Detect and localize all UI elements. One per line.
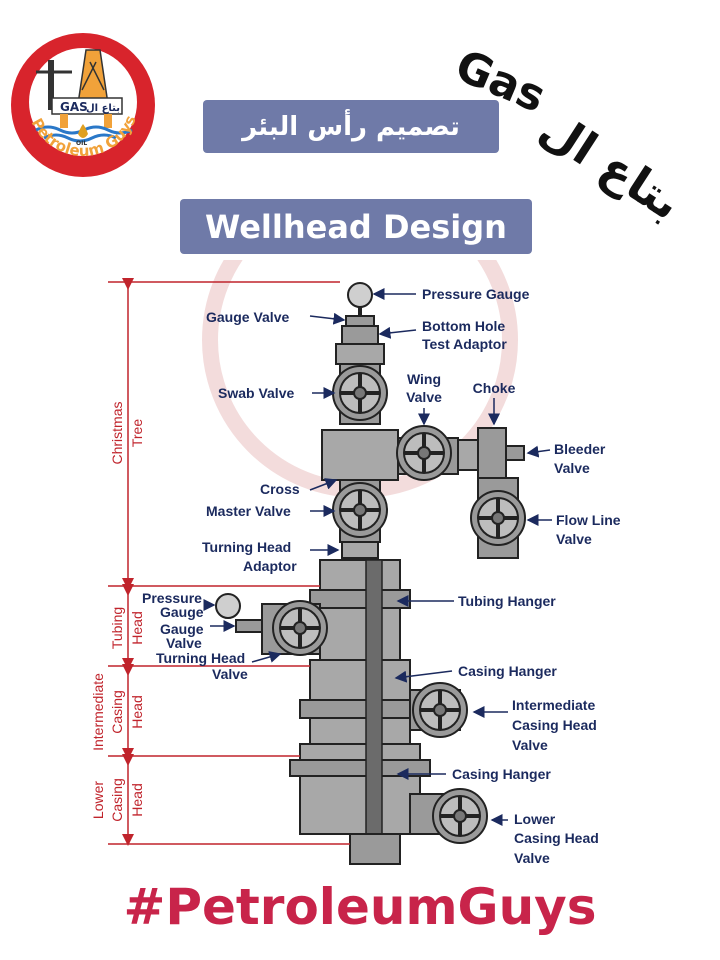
label-pressure-gauge: Pressure Gauge bbox=[422, 286, 530, 302]
section-label-intermediate-casing: Casing bbox=[109, 690, 125, 734]
section-label-lower: Lower bbox=[90, 781, 106, 819]
pressure-gauge-icon bbox=[347, 282, 373, 308]
section-label-lower-head: Head bbox=[129, 783, 145, 816]
label-intermediate: Intermediate bbox=[512, 697, 595, 713]
section-label-intermediate-head: Head bbox=[129, 695, 145, 728]
intermediate-casing-head-valve-wheel bbox=[411, 681, 469, 739]
logo-oil-text: OIL bbox=[76, 140, 87, 147]
english-title: Wellhead Design bbox=[205, 207, 507, 246]
label-casing-hanger-lower: Casing Hanger bbox=[452, 766, 551, 782]
wing-valve-wheel bbox=[395, 424, 453, 482]
swab-valve-wheel bbox=[331, 364, 389, 422]
turning-head-adaptor-shape bbox=[341, 541, 379, 559]
slogan-arabic: بتاع ال bbox=[530, 100, 692, 231]
label-swab-valve: Swab Valve bbox=[218, 385, 294, 401]
logo-emblem: GAS بتاع ال OIL Petroleum Guys bbox=[11, 33, 155, 177]
label-intermediate-valve: Valve bbox=[512, 737, 548, 753]
section-label-tubing-head: Head bbox=[129, 611, 145, 644]
label-test-adaptor: Test Adaptor bbox=[422, 336, 507, 352]
label-gauge-valve: Gauge Valve bbox=[206, 309, 289, 325]
label-cross: Cross bbox=[260, 481, 300, 497]
section-label-christmas: Christmas bbox=[109, 401, 125, 464]
label-left-gauge: Gauge bbox=[160, 621, 204, 637]
choke-shape bbox=[477, 427, 507, 479]
label-left-pressure-gauge: Gauge bbox=[160, 604, 204, 620]
label-wing: Wing bbox=[407, 371, 441, 387]
cross-shape bbox=[321, 429, 399, 481]
gauge-valve-shape bbox=[345, 315, 375, 327]
turning-head-valve-wheel bbox=[271, 599, 329, 657]
label-bleeder: Bleeder bbox=[554, 441, 606, 457]
wellhead-diagram: Christmas Tree Tubing Head Intermediate … bbox=[0, 182, 720, 880]
left-pressure-gauge-icon bbox=[215, 593, 241, 619]
label-turning-head-valve: Turning Head bbox=[156, 650, 245, 666]
label-intermediate-casing-head: Casing Head bbox=[512, 717, 597, 733]
label-flow-line: Flow Line bbox=[556, 512, 621, 528]
label-master-valve: Master Valve bbox=[206, 503, 291, 519]
label-turning-head-adaptor: Adaptor bbox=[243, 558, 297, 574]
label-flow-line-valve: Valve bbox=[556, 531, 592, 547]
label-wing-valve: Valve bbox=[406, 389, 442, 405]
english-title-banner: Wellhead Design bbox=[180, 199, 532, 254]
label-left-pressure: Pressure bbox=[142, 590, 202, 606]
hashtag: #PetroleumGuys bbox=[123, 878, 597, 936]
casing-heads-body bbox=[215, 559, 489, 865]
label-casing-hanger-upper: Casing Hanger bbox=[458, 663, 557, 679]
label-lower: Lower bbox=[514, 811, 556, 827]
flow-line-valve-wheel bbox=[469, 489, 527, 547]
master-valve-wheel bbox=[331, 481, 389, 539]
arabic-title: تصميم رأس البئر bbox=[242, 111, 460, 142]
label-lower-casing-head: Casing Head bbox=[514, 830, 599, 846]
test-adaptor-shape bbox=[341, 325, 379, 345]
section-label-intermediate: Intermediate bbox=[90, 673, 106, 751]
label-bleeder-valve: Valve bbox=[554, 460, 590, 476]
logo-latin-text: GAS bbox=[60, 100, 88, 114]
petroleum-guys-logo: GAS بتاع ال OIL Petroleum Guys bbox=[8, 30, 158, 180]
label-turning-head: Turning Head bbox=[202, 539, 291, 555]
section-brackets bbox=[108, 278, 350, 846]
tubing-string bbox=[365, 559, 383, 851]
section-label-tree: Tree bbox=[129, 419, 145, 447]
label-left-gauge-valve: Valve bbox=[166, 635, 202, 651]
lower-casing-head-valve-wheel bbox=[431, 787, 489, 845]
label-choke: Choke bbox=[473, 380, 516, 396]
christmas-tree-body bbox=[321, 282, 527, 559]
section-label-lower-casing: Casing bbox=[109, 778, 125, 822]
label-lower-valve: Valve bbox=[514, 850, 550, 866]
wellhead-svg: Christmas Tree Tubing Head Intermediate … bbox=[90, 182, 621, 866]
arabic-title-banner: تصميم رأس البئر bbox=[203, 100, 499, 153]
label-turning-head-valve-2: Valve bbox=[212, 666, 248, 682]
label-bottom-hole: Bottom Hole bbox=[422, 318, 505, 334]
logo-arabic-text: بتاع ال bbox=[86, 103, 120, 114]
bleeder-valve-shape bbox=[505, 445, 525, 461]
section-label-tubing: Tubing bbox=[109, 607, 125, 649]
callout-arrows bbox=[203, 288, 552, 826]
label-tubing-hanger: Tubing Hanger bbox=[458, 593, 556, 609]
